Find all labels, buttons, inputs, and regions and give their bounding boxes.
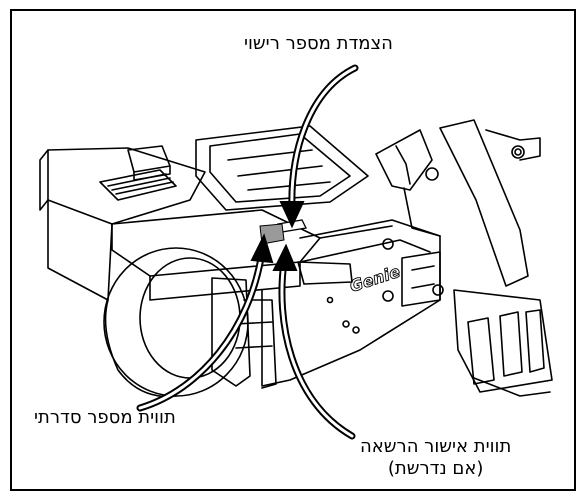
lift-bracket-top [375,129,433,191]
rear-leg [211,277,251,387]
chassis-body [261,219,441,387]
boom-link [485,129,541,161]
arrow-to-approval-label [272,243,356,440]
cylinder-assembly [453,289,553,397]
step-frame [401,251,441,307]
wheel [103,247,249,398]
license-plate-bracket-label: הצמדת מספר רישוי [244,33,393,54]
approval-label-line1: תווית אישור הרשאה [360,436,512,457]
main-platform-side [149,261,301,301]
axle-plate [297,261,353,285]
approval-label-line2: (אם נדרשת) [387,458,484,479]
rear-deck-side [47,199,113,301]
boom-arm [439,119,529,287]
arrow-to-serial-label [136,233,274,412]
approval-label: תווית אישור הרשאה (אם נדרשת) [360,436,511,480]
rear-deck-edge [39,149,49,211]
label-plate-marker [259,223,285,245]
brand-logo: Genie [347,262,402,296]
rear-deck-outline [47,147,206,225]
upper-tray [195,125,369,211]
arrow-to-plate-bracket [279,64,359,229]
serial-number-label: תווית מספר סדרתי [34,407,176,428]
diagram-frame [10,9,576,491]
